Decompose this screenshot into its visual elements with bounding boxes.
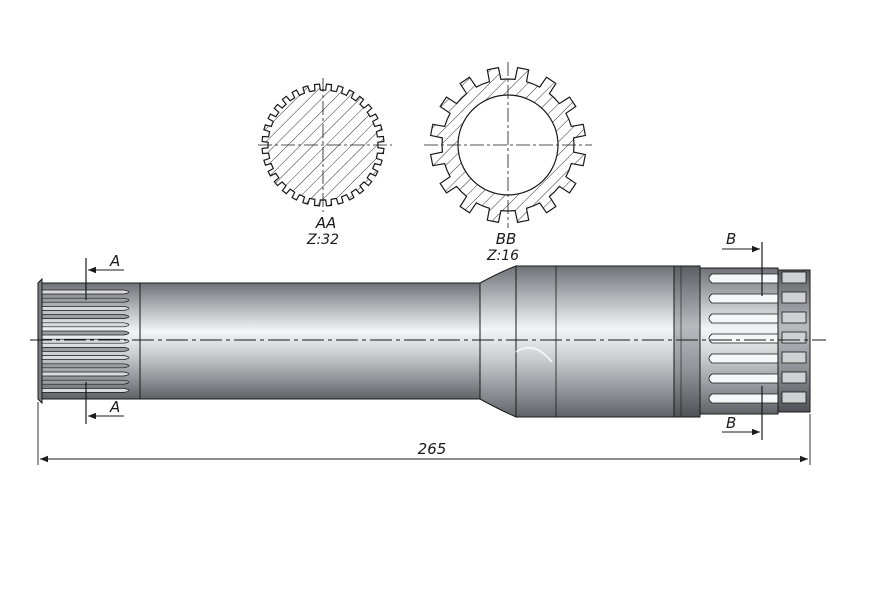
left-spline-groove (42, 371, 130, 377)
section-aa: AA Z:32 (258, 78, 392, 248)
left-spline-groove (42, 297, 130, 303)
right-spline-tooth (708, 373, 779, 384)
section-bb-teeth-count: Z:16 (486, 248, 519, 264)
section-aa-teeth-count: Z:32 (306, 232, 339, 248)
left-spline-groove (42, 314, 130, 319)
left-spline-groove (42, 306, 130, 311)
right-spline-tooth (708, 353, 779, 364)
left-spline-groove (42, 330, 130, 336)
right-end-tooth (781, 351, 807, 364)
cut-a-label-bottom: A (109, 398, 120, 416)
cut-b-label-top: B (726, 230, 736, 248)
cut-mark-a: A A (85, 252, 124, 424)
right-end-tooth (781, 311, 807, 324)
cut-b-label-bottom: B (726, 414, 736, 432)
shaft-large-section (515, 265, 675, 418)
right-spline-tooth (708, 313, 779, 324)
right-end-teeth (781, 271, 807, 404)
dim-overall-length: 265 (418, 440, 447, 458)
section-bb-title: BB (496, 230, 517, 248)
right-end-tooth (781, 271, 807, 284)
cut-mark-b: B B (722, 230, 763, 440)
shaft-main-body (139, 282, 481, 400)
left-spline-groove (42, 347, 130, 352)
section-bb: BB Z:16 (424, 62, 592, 264)
shaft-side-view (30, 265, 826, 418)
shaft-taper (479, 265, 517, 418)
right-spline-tooth (708, 393, 779, 404)
left-end-chamfer (37, 277, 43, 405)
left-spline-groove (42, 363, 130, 369)
right-end-tooth (781, 291, 807, 304)
right-spline-tooth (708, 333, 779, 344)
right-spline-tooth (708, 273, 779, 284)
right-end-tooth (781, 331, 807, 344)
right-spline-tooth (708, 293, 779, 304)
left-spline-groove (42, 322, 130, 328)
taper-highlight (515, 346, 553, 363)
shaft-collar (673, 265, 701, 418)
right-spline-teeth (708, 273, 779, 404)
left-spline-groove (42, 355, 130, 360)
overall-dimension: 265 (37, 402, 811, 465)
right-end-tooth (781, 371, 807, 384)
section-aa-title: AA (315, 214, 337, 232)
right-end-tooth (781, 391, 807, 404)
cut-a-label-top: A (109, 252, 120, 270)
